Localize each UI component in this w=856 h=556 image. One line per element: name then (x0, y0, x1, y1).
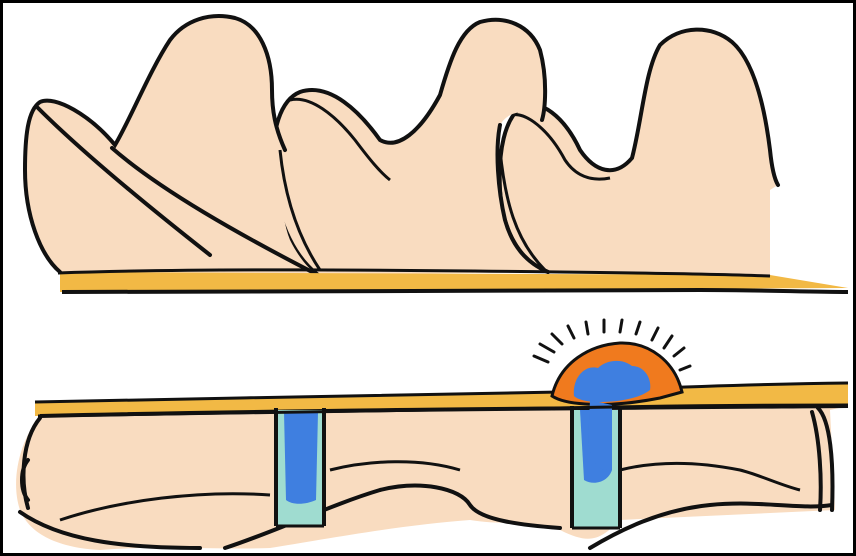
top-ledge-line-bottom (62, 290, 848, 292)
water-channel-left (276, 408, 324, 526)
